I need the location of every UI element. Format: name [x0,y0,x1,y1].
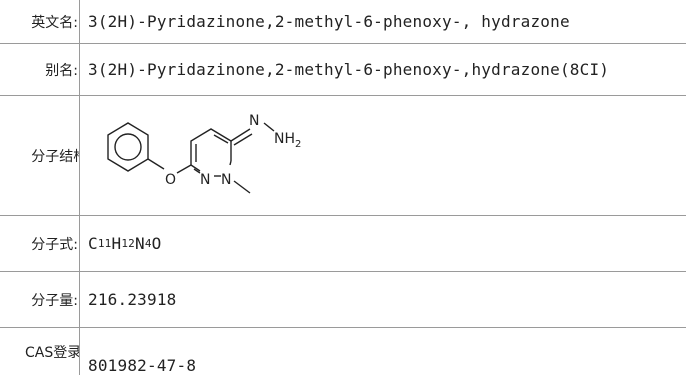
formula-label: 分子式: [0,216,80,271]
phenyl-ring [107,122,149,172]
bond-phenyl-oxygen [147,158,165,170]
methyl-bond [233,180,251,194]
english-name-value: 3(2H)-Pyridazinone,2-methyl-6-phenoxy-, … [88,12,570,31]
bond-oxygen-ring [176,164,192,174]
english-name-label: 英文名: [0,0,80,43]
amino-subscript: 2 [295,139,301,150]
weight-value: 216.23918 [88,290,177,309]
structure-label-text: 分子结构: [31,148,79,165]
cas-label-text: CAS登录号: [25,344,80,361]
bond-ring-hydrazone [230,128,251,142]
bond-n-nh2 [263,122,275,132]
formula-o: O [151,234,162,253]
alias-label: 别名: [0,44,80,95]
row-cas: CAS登录号: 801982-47-8 [0,328,686,375]
nitrogen-atom-3: N [249,113,259,129]
molecular-structure-diagram: O N N N NH2 [107,113,301,194]
ring-double-bond-top [213,134,229,144]
row-alias: 别名: 3(2H)-Pyridazinone,2-methyl-6-phenox… [0,44,686,96]
weight-label: 分子量: [0,272,80,327]
nitrogen-atom-2: N [221,172,231,188]
oxygen-atom: O [165,172,176,188]
ring-bond-to-n1 [190,164,201,172]
cas-label: CAS登录号: [0,328,80,375]
structure-label: 分子结构: [0,96,80,215]
phenyl-aromatic-circle [114,133,142,161]
formula-c: C [88,234,98,253]
cas-value: 801982-47-8 [88,356,197,375]
amino-nh: NH [274,131,295,147]
alias-value: 3(2H)-Pyridazinone,2-methyl-6-phenoxy-,h… [88,60,610,79]
row-structure: 分子结构: O N N N [0,96,686,216]
amino-group: NH2 [274,131,301,150]
hydrazone-double-bond [233,133,253,146]
nitrogen-atom-1: N [200,172,210,188]
ring-double-bond-n1 [193,168,201,174]
pyridazine-ring-top [190,128,232,165]
bond-ring-n2 [229,160,232,166]
formula-n: N [135,234,145,253]
formula-h: H [111,234,122,253]
row-english-name: 英文名: 3(2H)-Pyridazinone,2-methyl-6-pheno… [0,0,686,44]
row-weight: 分子量: 216.23918 [0,272,686,328]
